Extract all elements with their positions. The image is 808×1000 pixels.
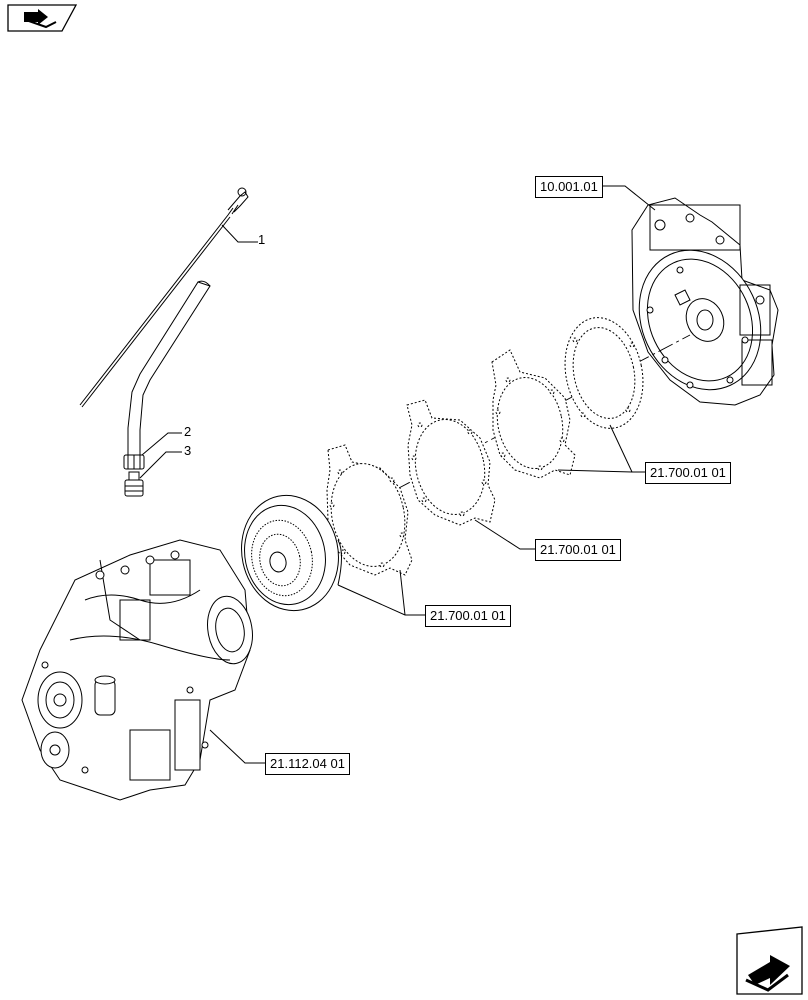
- callout-leaders: [139, 224, 258, 479]
- back-nav-button[interactable]: [7, 4, 78, 32]
- ref-plates-middle-link[interactable]: 21.700.01 01: [535, 539, 621, 561]
- forward-nav-button[interactable]: [736, 926, 803, 995]
- ref-plates-right-link[interactable]: 21.700.01 01: [645, 462, 731, 484]
- engine-flywheel-housing: [631, 197, 779, 406]
- adapter-plate-lobed-right: [491, 349, 576, 479]
- dipstick-tube: [123, 280, 211, 470]
- callout-1: 1: [258, 232, 266, 247]
- transmission-assembly: [21, 539, 253, 801]
- callout-3: 3: [184, 443, 192, 458]
- ref-converter-link[interactable]: 21.700.01 01: [425, 605, 511, 627]
- adapter-plate-lobed-left: [326, 444, 413, 576]
- torque-converter: [241, 494, 342, 612]
- callout-2: 2: [184, 424, 192, 439]
- ref-engine-link[interactable]: 10.001.01: [535, 176, 603, 198]
- dipstick: [79, 187, 249, 408]
- tube-fitting: [124, 471, 144, 497]
- reference-leaders: [209, 185, 656, 764]
- ref-transmission-link[interactable]: 21.112.04 01: [265, 753, 350, 775]
- forward-arrow-icon: [745, 955, 790, 992]
- friction-plate-round: [564, 317, 644, 429]
- adapter-plate-lobed-middle: [406, 399, 496, 526]
- back-arrow-icon: [24, 9, 57, 29]
